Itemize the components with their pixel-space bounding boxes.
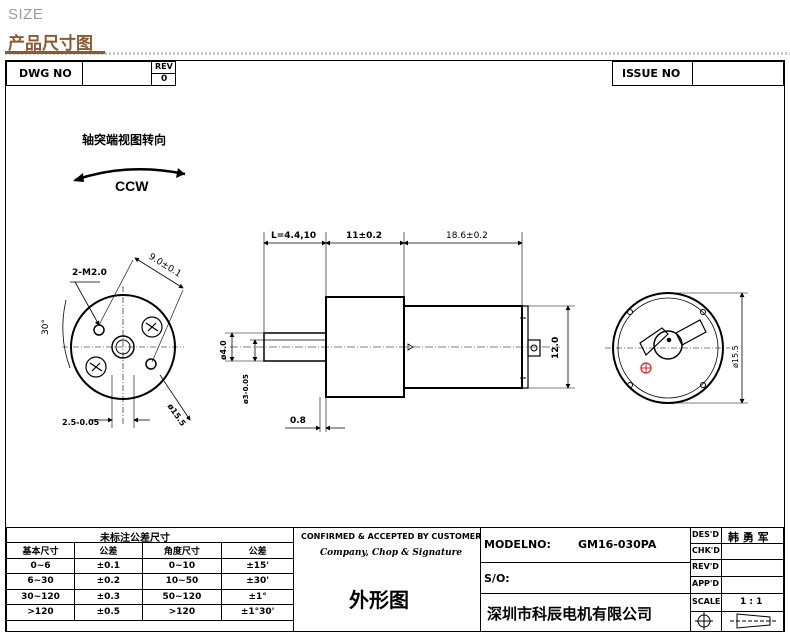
table-cell: 0~10	[141, 557, 223, 574]
table-header-cell: 公差	[221, 542, 294, 559]
rotation-direction: CCW	[115, 178, 149, 194]
dim-shaft-dia-2: ø3-0.05	[242, 374, 250, 404]
table-cell: >120	[5, 604, 76, 621]
dwg-no-label: DWG NO	[19, 67, 72, 80]
table-cell: >120	[141, 604, 223, 621]
cone-cell	[721, 611, 784, 632]
rev-value: 0	[161, 74, 168, 84]
company-name: 深圳市科辰电机有限公司	[487, 605, 653, 623]
table-cell: ±15'	[221, 557, 294, 574]
chk-value-cell	[721, 543, 784, 560]
table-cell: 50~120	[141, 588, 223, 605]
table-cell: 0~6	[5, 557, 76, 574]
cone-symbol-icon	[730, 613, 776, 629]
model-cell: MODELNO: GM16-030PA	[480, 527, 691, 563]
dim-hole: 2-M2.0	[72, 268, 107, 278]
model-label: MODELNO:	[484, 538, 551, 551]
dim-motor-length: 18.6±0.2	[446, 231, 488, 241]
title-accent-underline	[5, 51, 105, 54]
ccw-arrow-icon	[73, 167, 186, 182]
rev-label: REV	[155, 62, 173, 71]
scale-label: SCALE	[692, 597, 721, 606]
rotation-title: 轴突端视图转向	[82, 133, 167, 147]
chk-label-cell: CHK'D	[690, 543, 722, 560]
so-cell: S/O:	[480, 562, 691, 594]
scale-value: 1 : 1	[740, 597, 763, 607]
end-view	[605, 292, 748, 404]
dim-shaft-length: L=4.4,10	[271, 231, 317, 241]
table-cell: ±0.2	[74, 573, 143, 590]
confirm-line2: Company, Chop & Signature	[320, 548, 463, 558]
projection-cell	[690, 611, 722, 632]
side-view	[225, 232, 575, 432]
company-cell: 深圳市科辰电机有限公司	[480, 593, 691, 632]
scale-value-cell: 1 : 1	[721, 593, 784, 612]
tolerance-caption: 未标注公差尺寸	[100, 533, 170, 544]
title-divider	[5, 52, 790, 55]
revd-label: REV'D	[692, 562, 719, 571]
table-cell: 10~50	[141, 573, 223, 590]
table-cell: ±1°	[221, 588, 294, 605]
table-cell: ±30'	[221, 573, 294, 590]
front-view	[62, 257, 191, 428]
table-cell: 6~30	[5, 573, 76, 590]
table-header-cell: 基本尺寸	[5, 542, 76, 559]
rev-value-cell-bottom	[721, 559, 784, 577]
page-title: 产品尺寸图	[8, 34, 93, 54]
rev-value-cell: 0	[151, 73, 176, 86]
des-label: DES'D	[692, 530, 719, 539]
des-label-cell: DES'D	[690, 527, 722, 544]
confirm-block: CONFIRMED & ACCEPTED BY CUSTOMER Company…	[293, 527, 481, 632]
app-value-cell	[721, 576, 784, 594]
des-value-cell: 韩 勇 军	[721, 527, 784, 544]
dim-angle: 30°	[41, 319, 51, 335]
table-cell: ±0.1	[74, 557, 143, 574]
table-cell: 30~120	[5, 588, 76, 605]
table-cell: ±1°30'	[221, 604, 294, 621]
issue-no-value-cell	[692, 61, 784, 86]
drawing-name: 外形图	[349, 588, 409, 612]
dim-shaft-dia: ø4.0	[219, 340, 228, 360]
dim-motor-height: 12.0	[551, 336, 561, 359]
table-cell: ±0.5	[74, 604, 143, 621]
so-label: S/O:	[484, 572, 510, 585]
table-row: 30~120 ±0.3 50~120 ±1°	[5, 588, 294, 605]
chk-label: CHK'D	[692, 546, 720, 555]
des-value: 韩 勇 军	[728, 531, 769, 544]
rev-label-cell-bottom: REV'D	[690, 559, 722, 577]
dim-shaft-flat: 2.5-0.05	[62, 418, 100, 427]
table-header-cell: 角度尺寸	[141, 542, 223, 559]
table-row: 0~6 ±0.1 0~10 ±15'	[5, 557, 294, 574]
dim-boss: 0.8	[290, 416, 306, 426]
app-label-cell: APP'D	[690, 576, 722, 594]
tolerance-table: 基本尺寸 公差 角度尺寸 公差 0~6 ±0.1 0~10 ±15' 6~30 …	[5, 542, 294, 621]
projection-symbol-icon	[695, 612, 713, 630]
dim-end-dia: ø15.5	[731, 345, 740, 368]
dim-gear-length: 11±0.2	[346, 231, 383, 241]
issue-no-label: ISSUE NO	[622, 67, 681, 80]
table-header-row: 基本尺寸 公差 角度尺寸 公差	[5, 542, 294, 559]
table-header-cell: 公差	[74, 542, 143, 559]
model-value: GM16-030PA	[578, 538, 657, 551]
app-label: APP'D	[692, 579, 720, 588]
table-cell: ±0.3	[74, 588, 143, 605]
table-row: >120 ±0.5 >120 ±1°30'	[5, 604, 294, 621]
confirm-line1: CONFIRMED & ACCEPTED BY CUSTOMER	[301, 532, 482, 541]
scale-label-cell: SCALE	[690, 593, 722, 612]
size-label: SIZE	[8, 6, 44, 23]
table-row: 6~30 ±0.2 10~50 ±30'	[5, 573, 294, 590]
